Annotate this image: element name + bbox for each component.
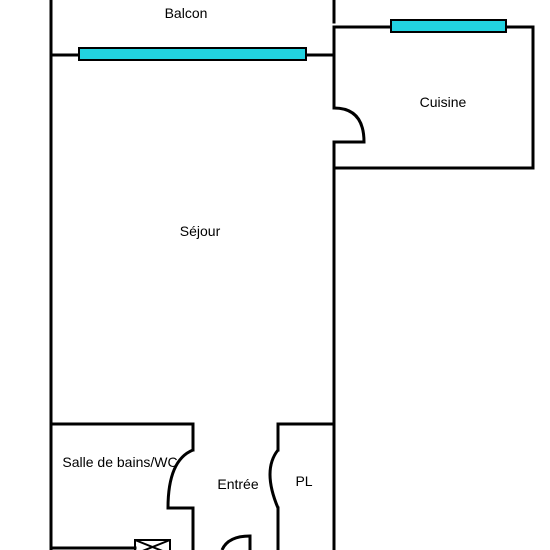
label-placard: PL <box>295 473 312 489</box>
doors <box>166 106 366 550</box>
label-sejour: Séjour <box>180 223 221 239</box>
door-cuisine <box>333 106 366 144</box>
shower-cross-b <box>142 539 171 550</box>
door-entree <box>220 534 252 550</box>
door-salle-de-bains <box>166 448 194 510</box>
window-sejour <box>78 47 307 61</box>
shower-box <box>134 539 171 550</box>
shower-fixture <box>134 539 171 550</box>
window-cuisine <box>390 19 507 33</box>
label-balcon: Balcon <box>165 5 208 21</box>
door-placard <box>268 449 280 509</box>
windows <box>78 19 507 61</box>
label-entree: Entrée <box>217 476 258 492</box>
label-salle-de-bains: Salle de bains/WC <box>62 454 177 470</box>
label-cuisine: Cuisine <box>420 94 467 110</box>
